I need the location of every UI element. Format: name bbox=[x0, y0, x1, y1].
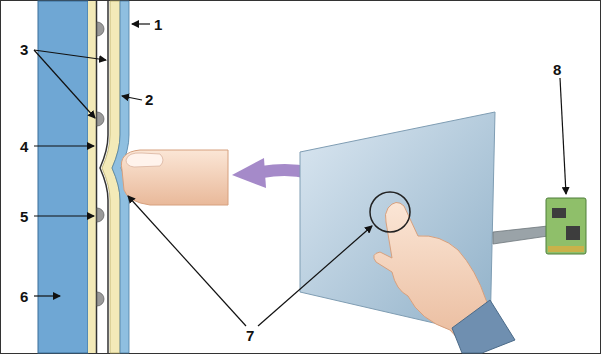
callout-number: 1 bbox=[154, 17, 162, 32]
callout-number: 2 bbox=[145, 92, 153, 107]
leader-lines bbox=[34, 24, 566, 326]
finger bbox=[121, 150, 228, 205]
controller-board bbox=[546, 198, 586, 254]
chip bbox=[566, 226, 580, 240]
conductive-layer bbox=[88, 1, 96, 353]
touch-circle bbox=[370, 192, 410, 232]
chip bbox=[552, 208, 566, 218]
cable bbox=[493, 226, 548, 244]
arrow-head bbox=[232, 158, 266, 188]
callout-number: 4 bbox=[20, 139, 28, 154]
fingernail bbox=[126, 153, 163, 167]
connector-pins bbox=[548, 246, 584, 252]
callout-number: 8 bbox=[553, 62, 561, 77]
callout-number: 7 bbox=[246, 328, 254, 343]
sleeve bbox=[452, 300, 515, 353]
spacer-dots bbox=[97, 22, 104, 306]
callout-number: 5 bbox=[20, 209, 28, 224]
callout-number: 3 bbox=[20, 42, 28, 57]
callout-number: 6 bbox=[20, 289, 28, 304]
